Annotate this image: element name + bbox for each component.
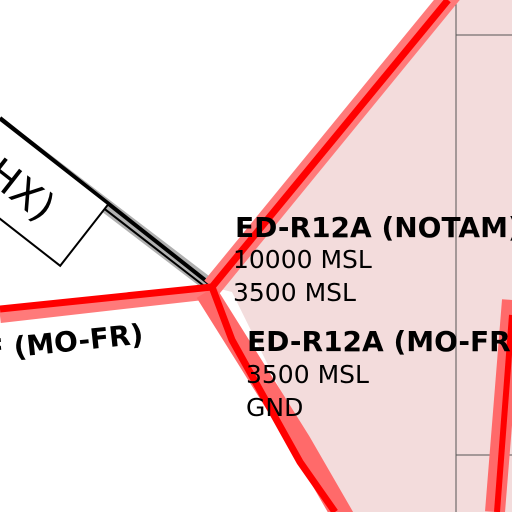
airspace-upper-limit: 3500 MSL [246, 360, 369, 389]
airspace-upper-limit: 10000 MSL [233, 245, 372, 274]
hx-label-box: (HX) [0, 110, 110, 268]
airspace-lower-limit: GND [246, 393, 303, 422]
mo-fr-border-label: F (MO-FR) [0, 318, 145, 367]
restricted-area-fill [212, 0, 512, 512]
restricted-border [494, 314, 512, 512]
airspace-name: ED-R12A (NOTAM) [235, 211, 512, 244]
restricted-border-halo [0, 285, 213, 323]
restricted-border [209, 0, 451, 290]
restricted-border [208, 285, 338, 512]
restricted-border-halo [196, 286, 354, 512]
airspace-name: ED-R12A (MO-FR) [247, 325, 512, 358]
restricted-border [0, 283, 213, 313]
airspace-lower-limit: 3500 MSL [233, 278, 356, 307]
